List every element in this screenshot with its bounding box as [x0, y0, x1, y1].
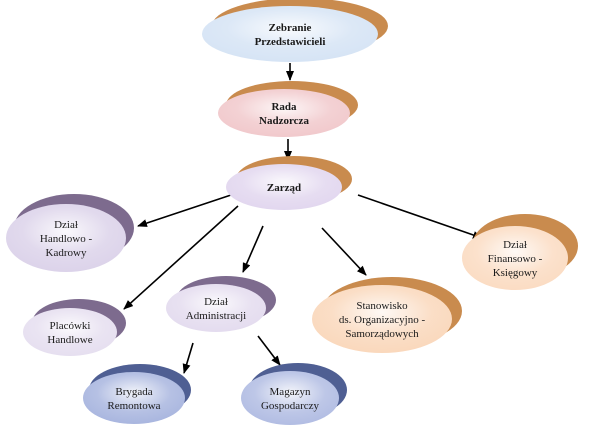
node-magazyn-label-line: Gospodarczy: [261, 400, 320, 412]
arrow-zarzad-to-stanowisko: [321, 227, 367, 276]
node-brygada-highlight: [83, 372, 185, 424]
arrow-administracji-to-brygada: [182, 342, 194, 374]
node-zarzad-label-line: Zarząd: [267, 182, 301, 194]
node-administracji-highlight: [166, 284, 266, 332]
arrow-zarzad-to-administracji: [242, 225, 264, 273]
node-zebranie-label-line: Zebranie: [269, 22, 312, 34]
node-handlowo-label-line: Dział: [54, 219, 78, 231]
nodes: ZebraniePrzedstawicieliRadaNadzorczaZarz…: [6, 0, 578, 425]
node-finansowo-highlight: [462, 226, 568, 290]
node-zebranie-label-line: Przedstawicieli: [255, 36, 326, 48]
node-placowki-label-line: Placówki: [50, 320, 91, 332]
node-magazyn-highlight: [241, 371, 339, 425]
node-administracji-label-line: Dział: [204, 296, 228, 308]
node-finansowo-label-line: Księgowy: [493, 267, 538, 279]
node-stanowisko-label-line: Samorządowych: [345, 328, 419, 340]
node-zarzad: Zarząd: [226, 156, 352, 210]
arrow-zarzad-to-handlowo: [137, 193, 235, 227]
arrow-administracji-to-magazyn: [257, 335, 281, 366]
node-rada-label-line: Rada: [271, 101, 297, 113]
node-finansowo-label-line: Finansowo -: [488, 253, 543, 265]
node-brygada-label-line: Remontowa: [107, 400, 160, 412]
node-stanowisko: Stanowisko ds. Organizacyjno - Samorządowy…: [312, 277, 462, 353]
arrow-zarzad-to-finansowo: [357, 194, 483, 239]
node-rada-label-line: Nadzorcza: [259, 115, 309, 127]
node-stanowisko-highlight: [312, 285, 452, 353]
arrow-zarzad-to-placowki: [123, 205, 239, 310]
node-stanowisko-label-line: Stanowisko: [356, 300, 408, 312]
node-administracji-label-line: Administracji: [186, 310, 247, 322]
node-brygada-label-line: Brygada: [115, 386, 152, 398]
node-placowki-label-line: Handlowe: [47, 334, 92, 346]
node-handlowo-label-line: Handlowo -: [40, 233, 93, 245]
node-handlowo-highlight: [6, 204, 126, 272]
node-handlowo-label-line: Kadrowy: [46, 247, 87, 259]
node-zarzad-highlight: [226, 164, 342, 210]
node-magazyn-label-line: Magazyn: [270, 386, 311, 398]
node-stanowisko-label-line: ds. Organizacyjno -: [339, 314, 426, 326]
node-finansowo-label-line: Dział: [503, 239, 527, 251]
node-rada-highlight: [218, 89, 350, 137]
connectors: [123, 63, 483, 374]
node-placowki-highlight: [23, 308, 117, 356]
node-zebranie-highlight: [202, 6, 378, 62]
